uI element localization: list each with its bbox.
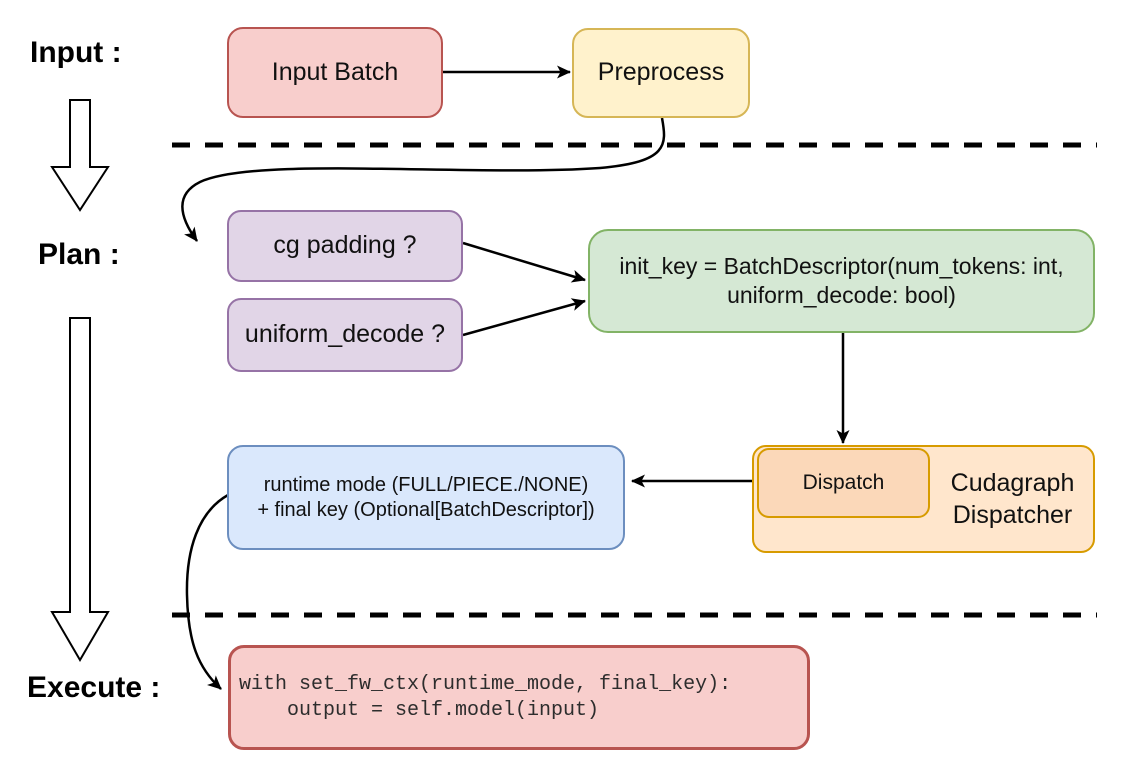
arrow-cgpadding-to-initkey: [462, 241, 586, 283]
curve-preprocess-to-cgpadding: [181, 117, 666, 242]
node-input-batch-label: Input Batch: [271, 57, 399, 86]
node-runtime-line2: + final key (Optional[BatchDescriptor]): [257, 498, 595, 521]
node-cudagraph-dispatcher-label: Cudagraph Dispatcher: [930, 445, 1095, 553]
stage-arrow-plan-to-execute: [50, 317, 110, 662]
node-dispatch-label: Dispatch: [802, 470, 885, 494]
arrow-uniformdecode-to-initkey: [462, 298, 586, 337]
node-runtime-mode: runtime mode (FULL/PIECE./NONE) + final …: [227, 445, 625, 550]
node-cg-padding-label: cg padding ?: [273, 231, 417, 260]
code-line1: with set_fw_ctx(runtime_mode, final_key)…: [239, 672, 732, 696]
cudagraph-label-line2: Dispatcher: [952, 501, 1073, 529]
node-execute-code: with set_fw_ctx(runtime_mode, final_key)…: [228, 645, 810, 750]
curve-runtime-to-execute: [185, 493, 229, 690]
node-preprocess-label: Preprocess: [597, 58, 725, 87]
stage-label-execute: Execute :: [27, 671, 161, 704]
node-dispatch: Dispatch: [757, 448, 930, 518]
node-init-key: init_key = BatchDescriptor(num_tokens: i…: [588, 229, 1095, 333]
stage-arrow-input-to-plan: [50, 99, 110, 212]
node-preprocess: Preprocess: [572, 28, 750, 118]
node-init-key-line2: uniform_decode: bool): [727, 282, 956, 308]
node-uniform-decode: uniform_decode ?: [227, 298, 463, 372]
stage-label-input: Input :: [30, 36, 122, 69]
stage-label-plan: Plan :: [38, 238, 120, 271]
node-init-key-line1: init_key = BatchDescriptor(num_tokens: i…: [619, 253, 1064, 280]
node-runtime-line1: runtime mode (FULL/PIECE./NONE): [263, 473, 589, 496]
code-line2: output = self.model(input): [239, 698, 600, 722]
cudagraph-label-line1: Cudagraph: [950, 468, 1075, 497]
node-uniform-decode-label: uniform_decode ?: [244, 320, 446, 349]
node-input-batch: Input Batch: [227, 27, 443, 118]
node-cg-padding: cg padding ?: [227, 210, 463, 282]
